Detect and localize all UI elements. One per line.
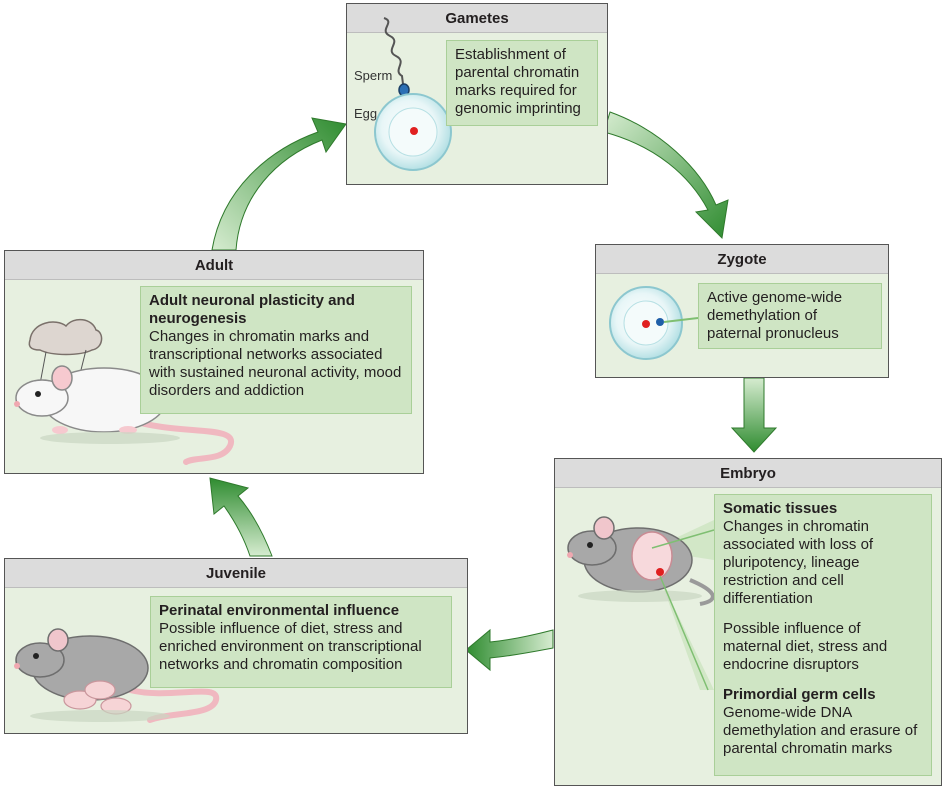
gametes-note: Establishment of parental chromatin mark… bbox=[446, 40, 598, 126]
germ-heading: Primordial germ cells bbox=[723, 686, 876, 703]
juvenile-note: Perinatal environmental influence Possib… bbox=[150, 596, 452, 688]
adult-note-text: Changes in chromatin marks and transcrip… bbox=[149, 328, 402, 399]
adult-title: Adult bbox=[5, 251, 423, 280]
zygote-note: Active genome-wide demethylation of pate… bbox=[698, 283, 882, 349]
arrow-zygote-to-embryo bbox=[730, 377, 778, 453]
somatic-heading: Somatic tissues bbox=[723, 500, 838, 517]
adult-note: Adult neuronal plasticity and neurogenes… bbox=[140, 286, 412, 414]
sperm-label: Sperm bbox=[354, 68, 393, 83]
gametes-title: Gametes bbox=[347, 4, 607, 33]
gametes-note-text: Establishment of parental chromatin mark… bbox=[455, 46, 581, 117]
arrow-juvenile-to-adult bbox=[209, 477, 273, 557]
egg-label: Egg bbox=[354, 106, 378, 121]
juvenile-note-text: Possible influence of diet, stress and e… bbox=[159, 620, 422, 673]
juvenile-note-heading: Perinatal environmental influence bbox=[159, 602, 400, 619]
maternal-text: Possible influence of maternal diet, str… bbox=[723, 620, 888, 673]
embryo-title: Embryo bbox=[555, 459, 941, 488]
somatic-text: Changes in chromatin associated with los… bbox=[723, 518, 874, 607]
arrow-adult-to-gametes bbox=[211, 117, 347, 251]
arrow-gametes-to-zygote bbox=[603, 111, 729, 240]
zygote-note-text: Active genome-wide demethylation of pate… bbox=[707, 289, 843, 342]
arrow-embryo-to-juvenile bbox=[465, 628, 554, 672]
germ-text: Genome-wide DNA demethylation and erasur… bbox=[723, 704, 918, 757]
embryo-note: Somatic tissues Changes in chromatin ass… bbox=[714, 494, 932, 776]
juvenile-title: Juvenile bbox=[5, 559, 467, 588]
zygote-title: Zygote bbox=[596, 245, 888, 274]
adult-note-heading: Adult neuronal plasticity and neurogenes… bbox=[149, 292, 355, 327]
